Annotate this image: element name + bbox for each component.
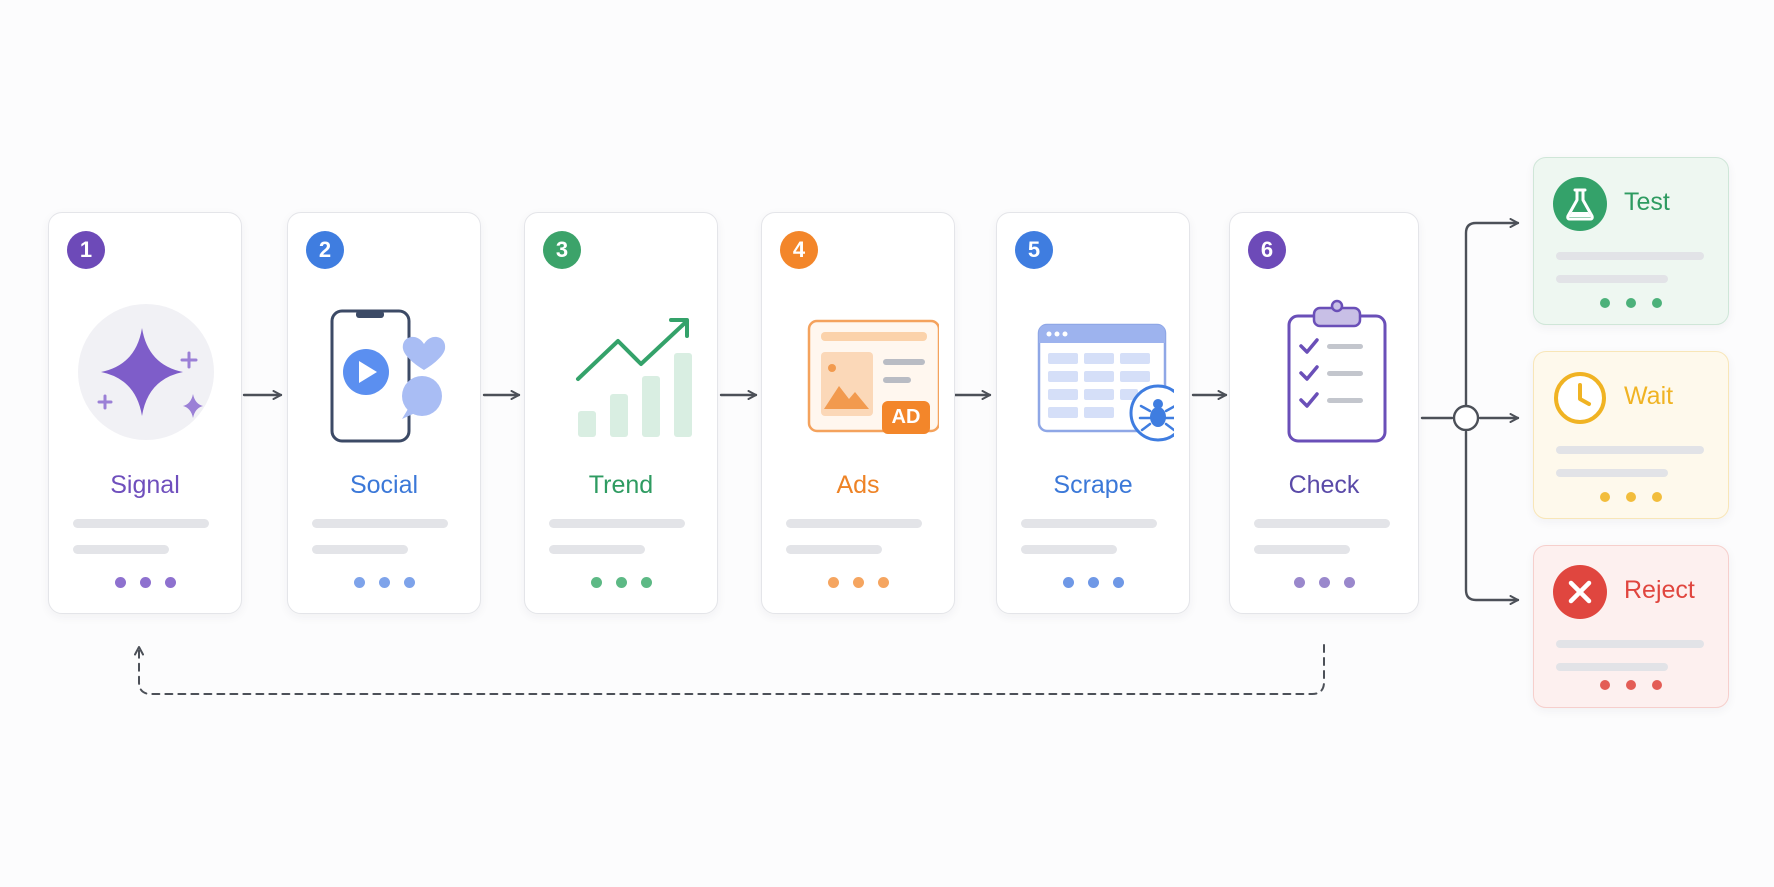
placeholder-line bbox=[312, 545, 408, 554]
placeholder-line bbox=[786, 545, 882, 554]
more-dots-icon bbox=[288, 577, 480, 588]
placeholder-line bbox=[1254, 545, 1350, 554]
step-card-trend[interactable]: 3 Trend bbox=[524, 212, 718, 614]
placeholder-line bbox=[786, 519, 922, 528]
placeholder-line bbox=[549, 545, 645, 554]
loop-back-arrow bbox=[134, 644, 1325, 695]
step-label: Trend bbox=[588, 471, 654, 499]
placeholder-line bbox=[549, 519, 685, 528]
outcome-label: Wait bbox=[1624, 382, 1674, 410]
step-card-ads[interactable]: 4 AD Ads bbox=[761, 212, 955, 614]
step-number-badge: 6 bbox=[1248, 231, 1286, 269]
placeholder-line bbox=[73, 519, 209, 528]
placeholder-line bbox=[73, 545, 169, 554]
step-number-badge: 4 bbox=[780, 231, 818, 269]
more-dots-icon bbox=[997, 577, 1189, 588]
more-dots-icon bbox=[49, 577, 241, 588]
ad-tag: AD bbox=[882, 401, 930, 434]
outcome-label: Test bbox=[1624, 188, 1670, 216]
placeholder-line bbox=[1556, 640, 1704, 648]
step-label: Social bbox=[349, 471, 419, 499]
branch-junction bbox=[1452, 404, 1480, 432]
placeholder-line bbox=[1556, 663, 1668, 671]
outcome-card-wait[interactable]: Wait bbox=[1533, 351, 1729, 519]
outcome-label: Reject bbox=[1624, 576, 1695, 604]
flask-icon bbox=[1552, 176, 1608, 232]
placeholder-line bbox=[1021, 545, 1117, 554]
social-video-icon bbox=[305, 291, 465, 451]
placeholder-line bbox=[1556, 275, 1668, 283]
outcome-card-reject[interactable]: Reject bbox=[1533, 545, 1729, 708]
web-scraper-icon bbox=[1014, 291, 1187, 451]
more-dots-icon bbox=[1534, 492, 1728, 502]
step-number-badge: 5 bbox=[1015, 231, 1053, 269]
step-card-scrape[interactable]: 5 bbox=[996, 212, 1190, 614]
checklist-icon bbox=[1247, 291, 1407, 451]
step-number-badge: 1 bbox=[67, 231, 105, 269]
placeholder-line bbox=[1254, 519, 1390, 528]
step-number-badge: 2 bbox=[306, 231, 344, 269]
placeholder-line bbox=[1556, 446, 1704, 454]
branch-to-reject bbox=[1464, 430, 1520, 605]
more-dots-icon bbox=[525, 577, 717, 588]
step-label: Check bbox=[1288, 471, 1360, 499]
outcome-card-test[interactable]: Test bbox=[1533, 157, 1729, 325]
placeholder-line bbox=[1556, 252, 1704, 260]
step-number-badge: 3 bbox=[543, 231, 581, 269]
trend-chart-icon bbox=[542, 291, 702, 451]
more-dots-icon bbox=[1230, 577, 1418, 588]
step-label: Scrape bbox=[1053, 471, 1133, 499]
placeholder-line bbox=[1021, 519, 1157, 528]
branch-to-test bbox=[1464, 218, 1520, 420]
sparkle-icon bbox=[66, 291, 226, 451]
more-dots-icon bbox=[762, 577, 954, 588]
step-card-check[interactable]: 6 Check bbox=[1229, 212, 1419, 614]
more-dots-icon bbox=[1534, 680, 1728, 690]
step-label: Ads bbox=[836, 471, 880, 499]
placeholder-line bbox=[1556, 469, 1668, 477]
clock-icon bbox=[1552, 370, 1608, 426]
step-card-social[interactable]: 2 Social bbox=[287, 212, 481, 614]
step-card-signal[interactable]: 1 Signal bbox=[48, 212, 242, 614]
more-dots-icon bbox=[1534, 298, 1728, 308]
x-circle-icon bbox=[1552, 564, 1608, 620]
step-label: Signal bbox=[110, 471, 180, 499]
placeholder-line bbox=[312, 519, 448, 528]
